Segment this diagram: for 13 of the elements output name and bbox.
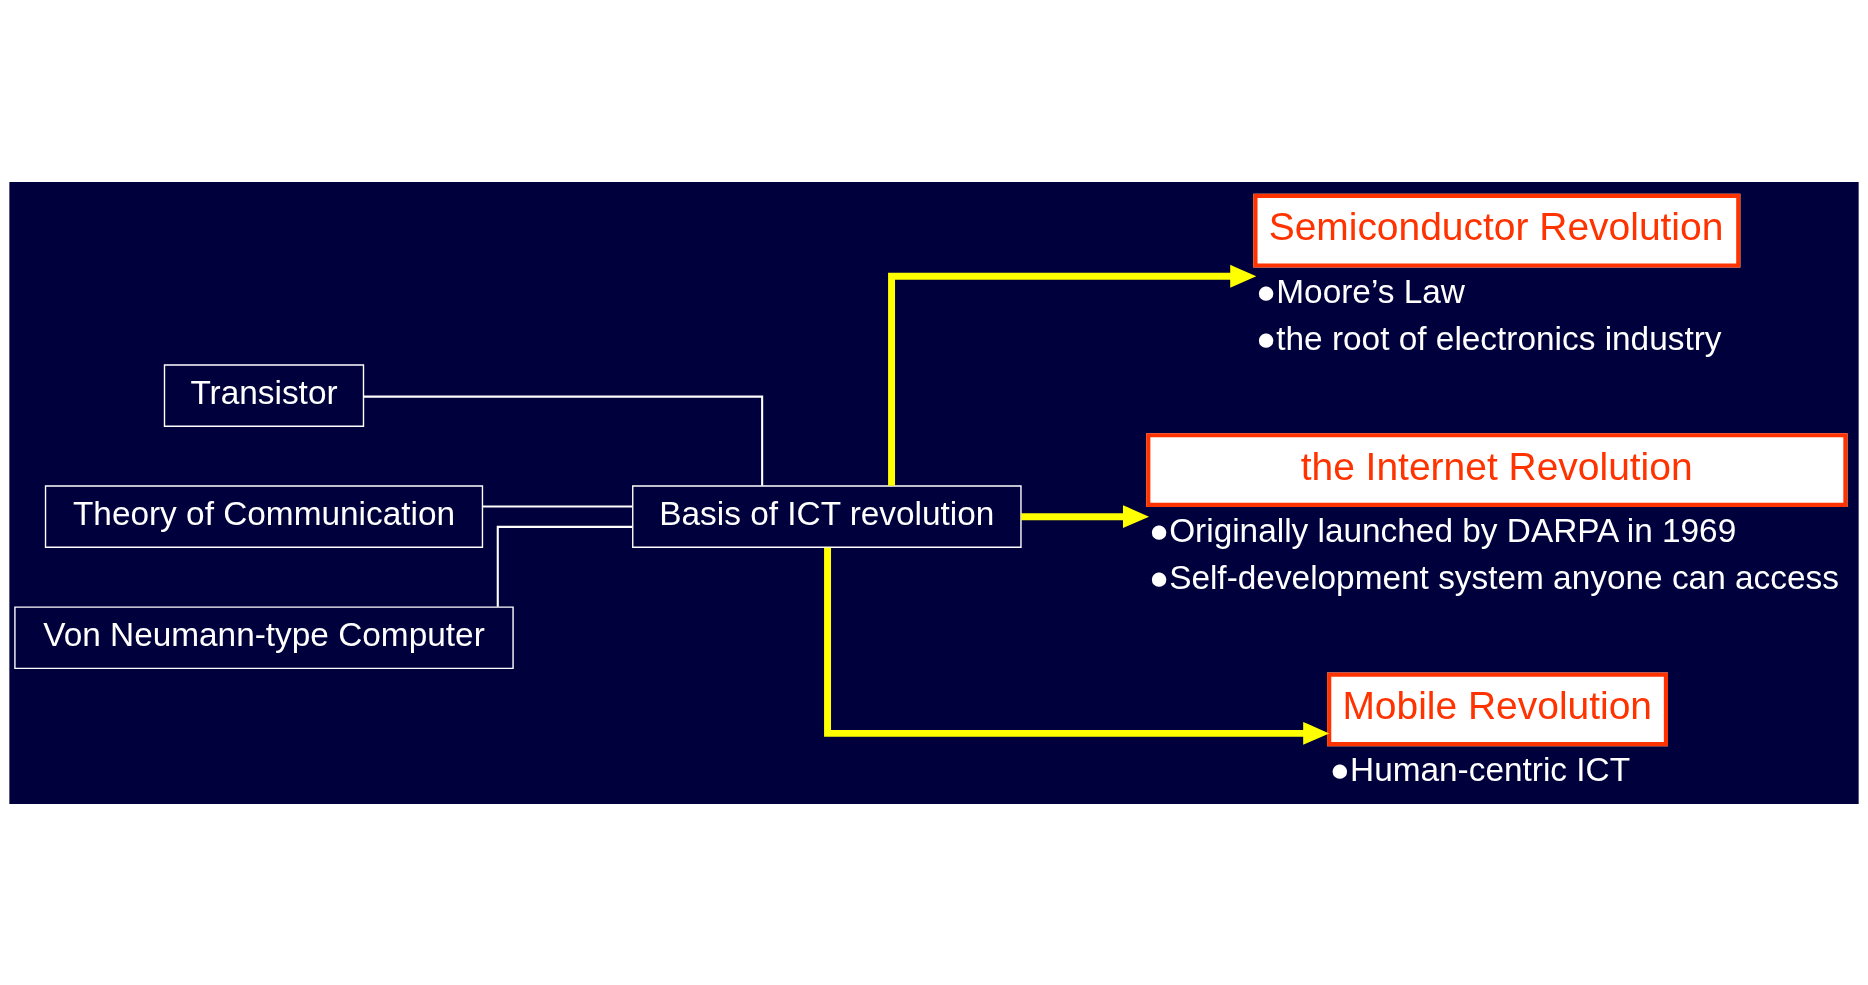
node-label: ●the root of electronics industry — [1256, 319, 1722, 357]
arrow — [888, 264, 1257, 486]
node-box: Von Neumann-type Computer — [14, 605, 514, 669]
node-label: ●Originally launched by DARPA in 1969 — [1148, 511, 1737, 549]
node-label: ●Human-centric ICT — [1329, 750, 1631, 788]
connector — [363, 395, 764, 486]
node-box: Theory of Communication — [44, 484, 484, 548]
node-box: Transistor — [163, 363, 365, 427]
node-label: ●Self-development system anyone can access — [1148, 558, 1839, 596]
node-label: ●Moore’s Law — [1256, 272, 1465, 310]
node-box: Basis of ICT revolution — [632, 484, 1022, 548]
connector — [482, 504, 633, 507]
connector — [496, 525, 633, 607]
